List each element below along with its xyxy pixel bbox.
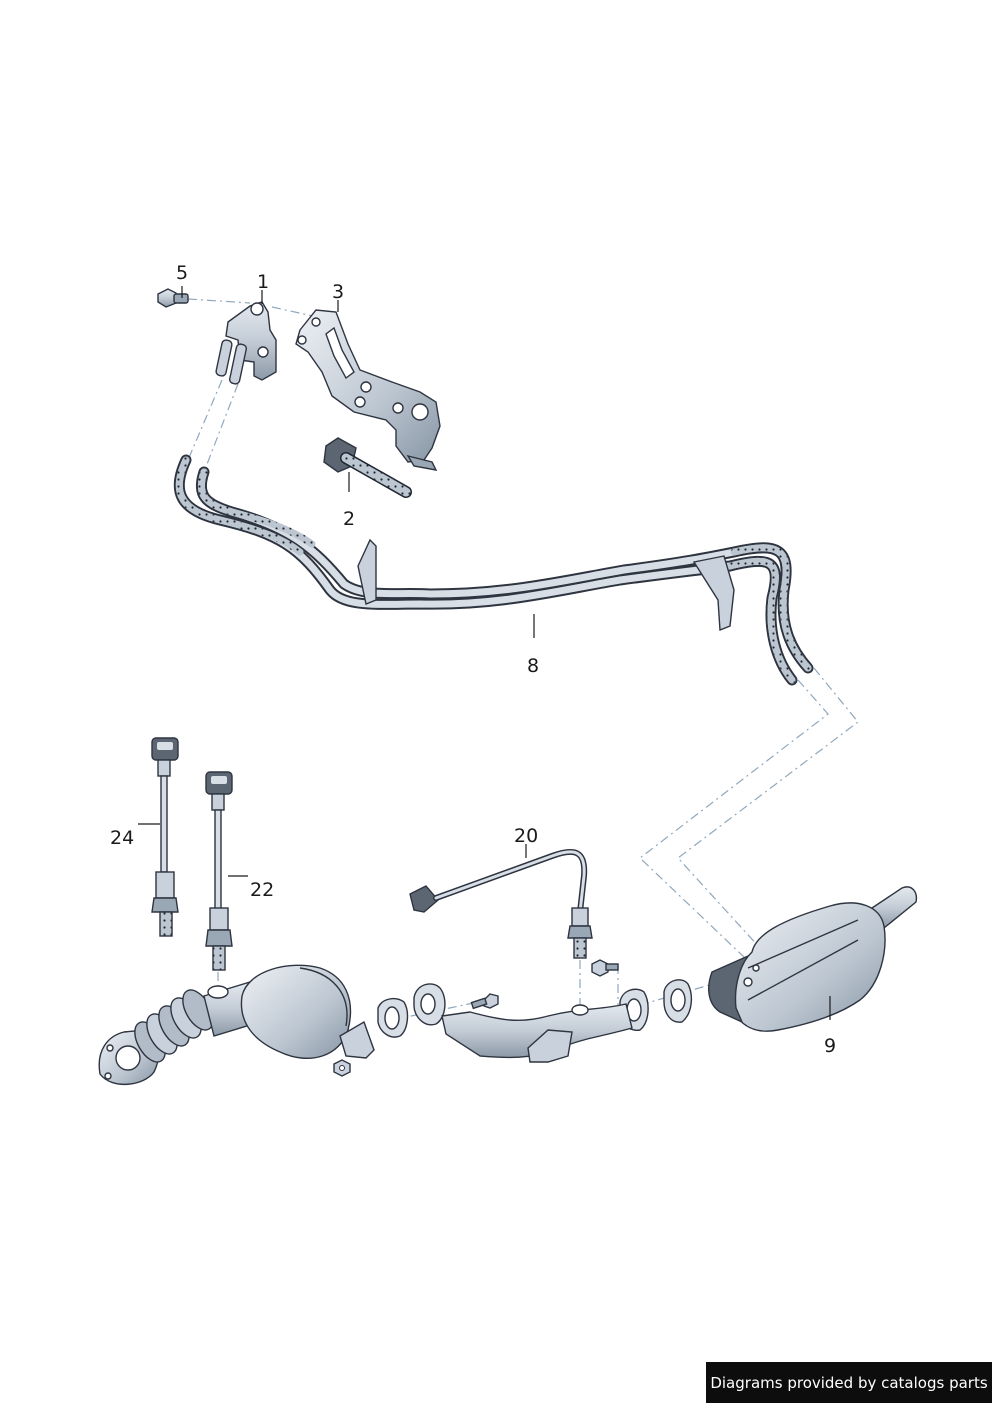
callout-1: 1 [257,271,269,293]
callout-8: 8 [527,655,539,677]
part-20-temperature-sender [409,848,593,959]
part-3-bracket [295,309,441,471]
part-1-pressure-sensor [215,301,277,385]
callouts: 5 1 3 2 8 24 22 20 9 [110,262,836,1057]
intermediate-pipe [413,983,633,1063]
leader-lines [138,286,831,1020]
part-8-pressure-lines [173,454,814,686]
part-5-screw [157,288,189,308]
assembly-lines [187,298,859,1021]
part-24-temperature-sender [151,737,179,937]
footer-banner: Diagrams provided by catalogs parts [706,1362,992,1403]
callout-2: 2 [343,508,355,530]
gaskets [377,979,693,1038]
part-2-hose [323,437,412,498]
footer-text: Diagrams provided by catalogs parts [710,1373,988,1392]
callout-9: 9 [824,1035,836,1057]
fasteners [333,959,619,1077]
callout-5: 5 [176,262,188,284]
callout-22: 22 [250,879,274,901]
callout-24: 24 [110,827,134,849]
part-9-particulate-filter [708,886,918,1032]
callout-20: 20 [514,825,538,847]
callout-3: 3 [332,281,344,303]
front-pipe-catalytic-converter [98,964,375,1086]
part-22-temperature-sender [205,771,233,971]
